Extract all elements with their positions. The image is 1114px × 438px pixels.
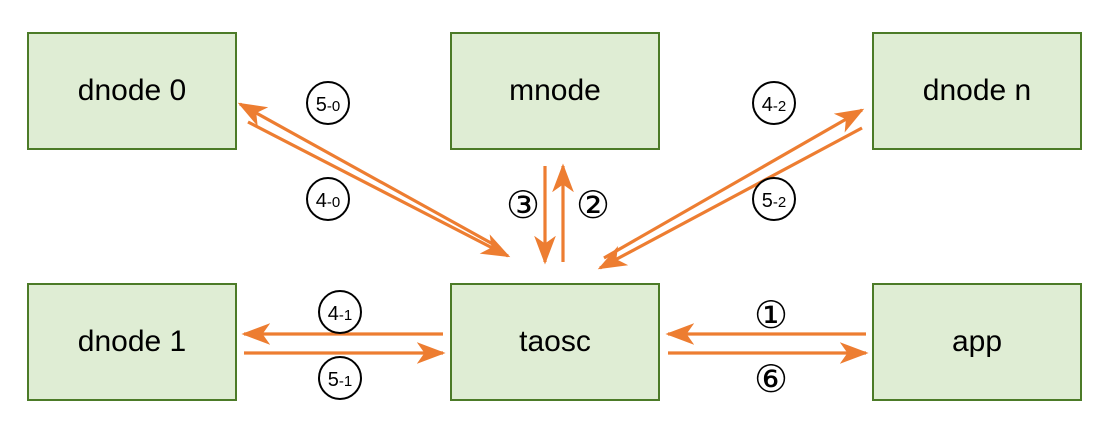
node-label: dnode 0 bbox=[77, 74, 187, 107]
badge-suffix: -2 bbox=[772, 194, 787, 211]
edge-badge-1: ① bbox=[753, 293, 789, 337]
edge-badge-5-2: 5-2 bbox=[752, 177, 796, 221]
edge-badge-6: ⑥ bbox=[753, 357, 789, 401]
badge-suffix: -0 bbox=[326, 98, 341, 115]
badge-main: 4 bbox=[761, 94, 773, 116]
badge-suffix: -0 bbox=[326, 194, 341, 211]
node-mnode[interactable]: mnode bbox=[450, 32, 660, 150]
connector-4-0 bbox=[247, 120, 511, 258]
badge-suffix: -1 bbox=[338, 373, 353, 390]
edge-badge-4-0: 4-0 bbox=[306, 177, 350, 221]
connector-4-2 bbox=[603, 108, 865, 260]
node-app[interactable]: app bbox=[872, 283, 1082, 401]
node-label: mnode bbox=[509, 74, 601, 107]
node-label: dnode n bbox=[922, 74, 1032, 107]
node-dnode1[interactable]: dnode 1 bbox=[27, 283, 237, 401]
badge-main: 5 bbox=[327, 369, 339, 391]
edge-badge-2: ② bbox=[575, 183, 611, 227]
edge-badge-4-1: 4-1 bbox=[318, 290, 362, 334]
edge-badge-5-0: 5-0 bbox=[306, 81, 350, 125]
edge-badge-3: ③ bbox=[505, 183, 541, 227]
connector-5-2 bbox=[597, 126, 863, 270]
badge-main: 5 bbox=[315, 94, 327, 116]
badge-main: 5 bbox=[761, 190, 773, 212]
badge-main: 4 bbox=[327, 303, 339, 325]
node-label: taosc bbox=[519, 325, 591, 358]
node-label: dnode 1 bbox=[77, 325, 187, 358]
connector-5-0 bbox=[237, 102, 501, 250]
edge-badge-4-2: 4-2 bbox=[752, 81, 796, 125]
badge-suffix: -2 bbox=[772, 98, 787, 115]
node-dnode0[interactable]: dnode 0 bbox=[27, 32, 237, 150]
node-dnoden[interactable]: dnode n bbox=[872, 32, 1082, 150]
edge-badge-5-1: 5-1 bbox=[318, 356, 362, 400]
badge-main: 4 bbox=[315, 190, 327, 212]
node-taosc[interactable]: taosc bbox=[450, 283, 660, 401]
badge-suffix: -1 bbox=[338, 307, 353, 324]
node-label: app bbox=[951, 325, 1003, 358]
